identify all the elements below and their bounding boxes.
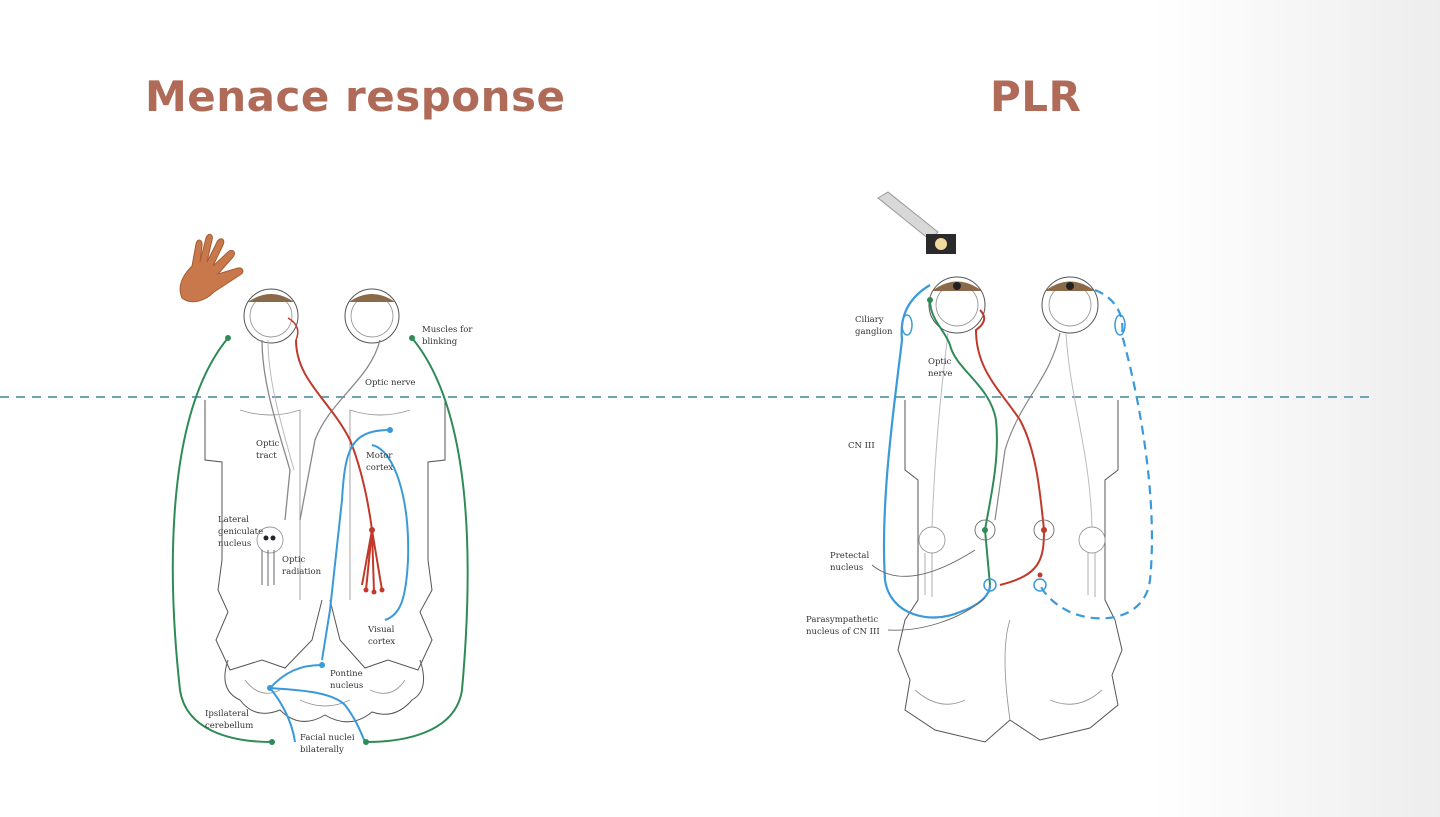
label-visual-cortex: Visual <box>367 625 395 635</box>
label-optic-nerve: Optic nerve <box>365 378 415 388</box>
menace-red-pathway <box>295 339 385 595</box>
label-motor-cortex-2: cortex <box>366 463 393 473</box>
plr-blue-pathway <box>882 284 1154 620</box>
label-optic-tract: Optic <box>256 439 280 449</box>
label-pretectal-nucleus: Pretectal <box>830 551 870 561</box>
label-ciliary-ganglion-2: ganglion <box>855 327 893 337</box>
menace-response-title: Menace response <box>145 72 566 121</box>
label-lgn-2: geniculate <box>218 527 263 537</box>
label-cn3: CN III <box>848 441 875 451</box>
right-eye-icon <box>344 288 400 344</box>
label-ciliary-ganglion: Ciliary <box>855 315 884 325</box>
label-motor-cortex: Motor <box>366 451 393 461</box>
label-optic-radiation-2: radiation <box>282 567 322 577</box>
menace-brain-outline <box>204 400 446 723</box>
label-facial-nuclei-2: bilaterally <box>300 745 344 755</box>
lgn-marker <box>256 526 284 586</box>
label-pretectal-nucleus-2: nucleus <box>830 563 863 573</box>
plr-diagram: Ciliary ganglion Optic nerve CN III Pret… <box>806 191 1154 743</box>
plr-red-pathway <box>974 309 1055 586</box>
plr-right-eye-icon <box>1041 276 1099 334</box>
plr-brain-outline <box>897 400 1123 743</box>
menace-diagram: Muscles for blinking Optic nerve Optic t… <box>171 233 473 755</box>
label-lgn: Lateral <box>218 515 249 525</box>
label-pontine-nucleus-2: nucleus <box>330 681 363 691</box>
label-optic-nerve-2: nerve <box>928 369 952 379</box>
menace-blue-pathway <box>267 427 410 743</box>
label-lgn-3: nucleus <box>218 539 251 549</box>
menace-green-pathway <box>171 335 469 745</box>
plr-left-eye-icon <box>928 276 986 334</box>
label-cerebellum: Ipsilateral <box>205 709 249 719</box>
label-pontine-nucleus: Pontine <box>330 669 363 679</box>
penlight-icon <box>877 191 956 254</box>
plr-green-pathway <box>927 297 998 586</box>
label-optic-nerve: Optic <box>928 357 952 367</box>
label-parasympathetic: Parasympathetic <box>806 615 878 625</box>
label-muscles-blinking-2: blinking <box>422 337 458 347</box>
label-visual-cortex-2: cortex <box>368 637 395 647</box>
hand-icon <box>179 233 244 303</box>
label-optic-tract-2: tract <box>256 451 277 461</box>
label-cerebellum-2: cerebellum <box>205 721 253 731</box>
label-muscles-blinking: Muscles for <box>422 325 473 335</box>
left-eye-icon <box>243 288 299 344</box>
label-parasympathetic-2: nucleus of CN III <box>806 627 880 637</box>
label-facial-nuclei: Facial nuclei <box>300 733 355 743</box>
label-optic-radiation: Optic <box>282 555 306 565</box>
plr-title: PLR <box>990 72 1082 121</box>
